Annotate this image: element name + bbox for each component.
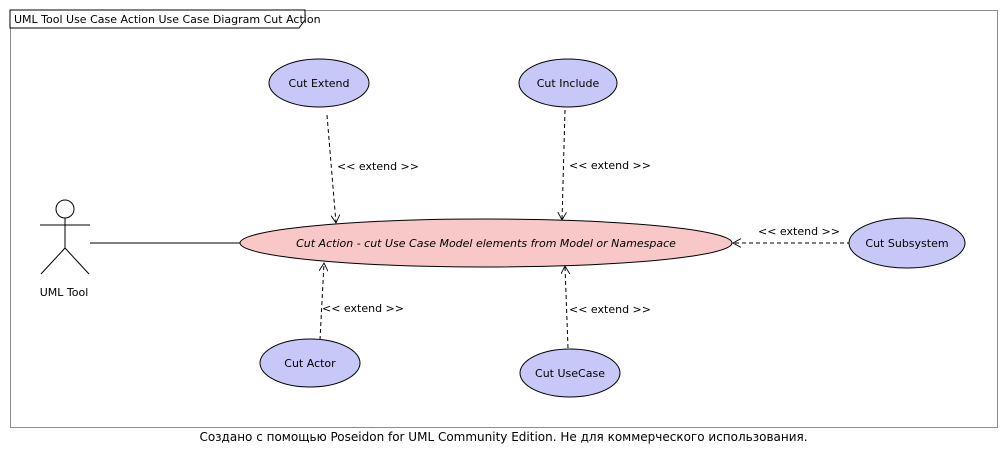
use-case-cut-subsystem-ellipse — [848, 217, 966, 269]
extend-label-cut-actor: << extend >> — [322, 302, 404, 315]
use-case-cut-actor[interactable]: Cut Actor — [259, 338, 361, 388]
use-case-cut-include-ellipse — [518, 58, 618, 108]
use-case-cut-actor-ellipse — [259, 338, 361, 388]
extend-label-cut-subsystem: << extend >> — [758, 225, 840, 238]
extend-arrow-cut-actor — [320, 263, 324, 341]
use-case-cut-include[interactable]: Cut Include — [518, 58, 618, 108]
use-case-cut-extend-label: Cut Extend — [289, 77, 350, 90]
extend-arrow-cut-extend — [326, 114, 336, 223]
use-case-cut-usecase-label: Cut UseCase — [535, 367, 605, 380]
use-case-cut-extend-ellipse — [268, 58, 370, 108]
extend-label-cut-extend: << extend >> — [337, 160, 419, 173]
watermark-text: Создано с помощью Poseidon for UML Commu… — [199, 430, 808, 444]
use-case-cut-extend[interactable]: Cut Extend — [268, 58, 370, 108]
extend-relations: << extend >> << extend >> << extend >> <… — [320, 109, 851, 349]
diagram-frame — [10, 10, 998, 428]
use-case-cut-actor-label: Cut Actor — [284, 357, 336, 370]
diagram-title: UML Tool Use Case Action Use Case Diagra… — [14, 13, 321, 26]
extend-label-cut-usecase: << extend >> — [569, 303, 651, 316]
use-case-cut-action-label: Cut Action - cut Use Case Model elements… — [296, 237, 676, 250]
use-case-cut-subsystem-label: Cut Subsystem — [865, 237, 948, 250]
actor-label: UML Tool — [40, 286, 89, 299]
actor-head — [55, 199, 75, 219]
actor-left-leg — [40, 247, 66, 275]
extend-label-cut-include: << extend >> — [569, 159, 651, 172]
use-case-cut-action-ellipse — [239, 218, 733, 268]
actor-right-leg — [64, 247, 90, 275]
use-case-cut-include-label: Cut Include — [537, 77, 600, 90]
use-case-cut-action[interactable]: Cut Action - cut Use Case Model elements… — [239, 218, 733, 268]
use-case-cut-usecase-ellipse — [519, 348, 621, 398]
extend-arrow-cut-include — [562, 109, 565, 220]
extend-arrow-cut-usecase — [565, 266, 568, 349]
use-case-cut-subsystem[interactable]: Cut Subsystem — [848, 217, 966, 269]
use-case-cut-usecase[interactable]: Cut UseCase — [519, 348, 621, 398]
actor-uml-tool[interactable]: UML Tool — [40, 199, 90, 299]
diagram-title-tab: UML Tool Use Case Action Use Case Diagra… — [9, 9, 321, 29]
